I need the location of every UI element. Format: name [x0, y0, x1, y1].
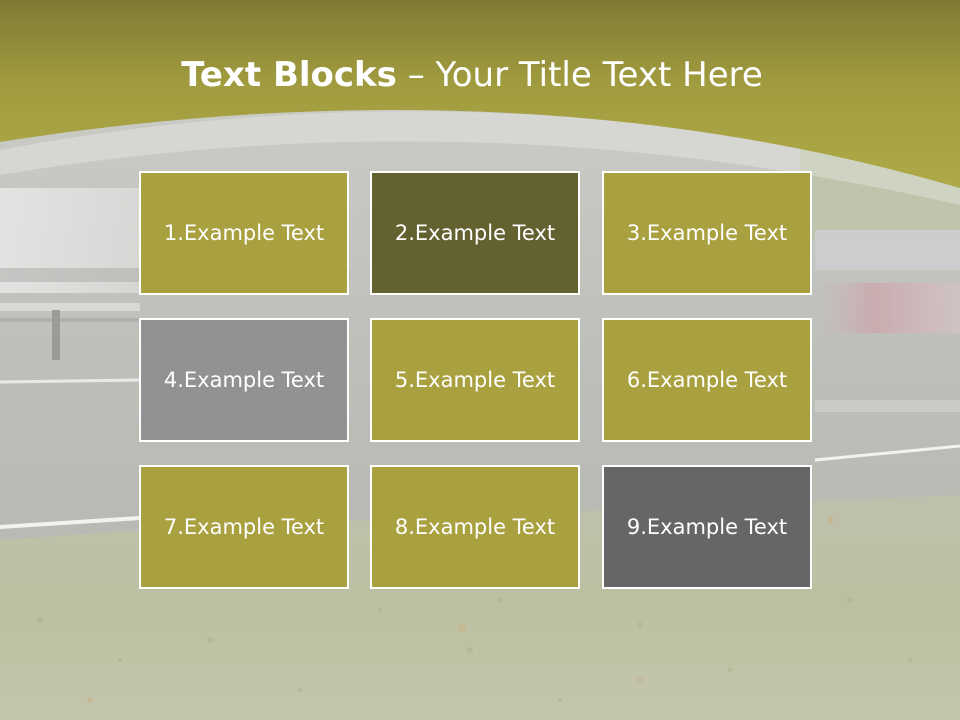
text-block-1[interactable]: 1.Example Text — [139, 171, 349, 295]
text-block-8[interactable]: 8.Example Text — [370, 465, 580, 589]
text-block-4[interactable]: 4.Example Text — [139, 318, 349, 442]
page-title: Text Blocks – Your Title Text Here — [0, 50, 944, 100]
title-rest: – Your Title Text Here — [396, 55, 763, 95]
text-block-7[interactable]: 7.Example Text — [139, 465, 349, 589]
text-block-2[interactable]: 2.Example Text — [370, 171, 580, 295]
text-block-9[interactable]: 9.Example Text — [602, 465, 812, 589]
title-bold: Text Blocks — [181, 55, 397, 95]
text-block-5[interactable]: 5.Example Text — [370, 318, 580, 442]
text-block-6[interactable]: 6.Example Text — [602, 318, 812, 442]
text-block-3[interactable]: 3.Example Text — [602, 171, 812, 295]
